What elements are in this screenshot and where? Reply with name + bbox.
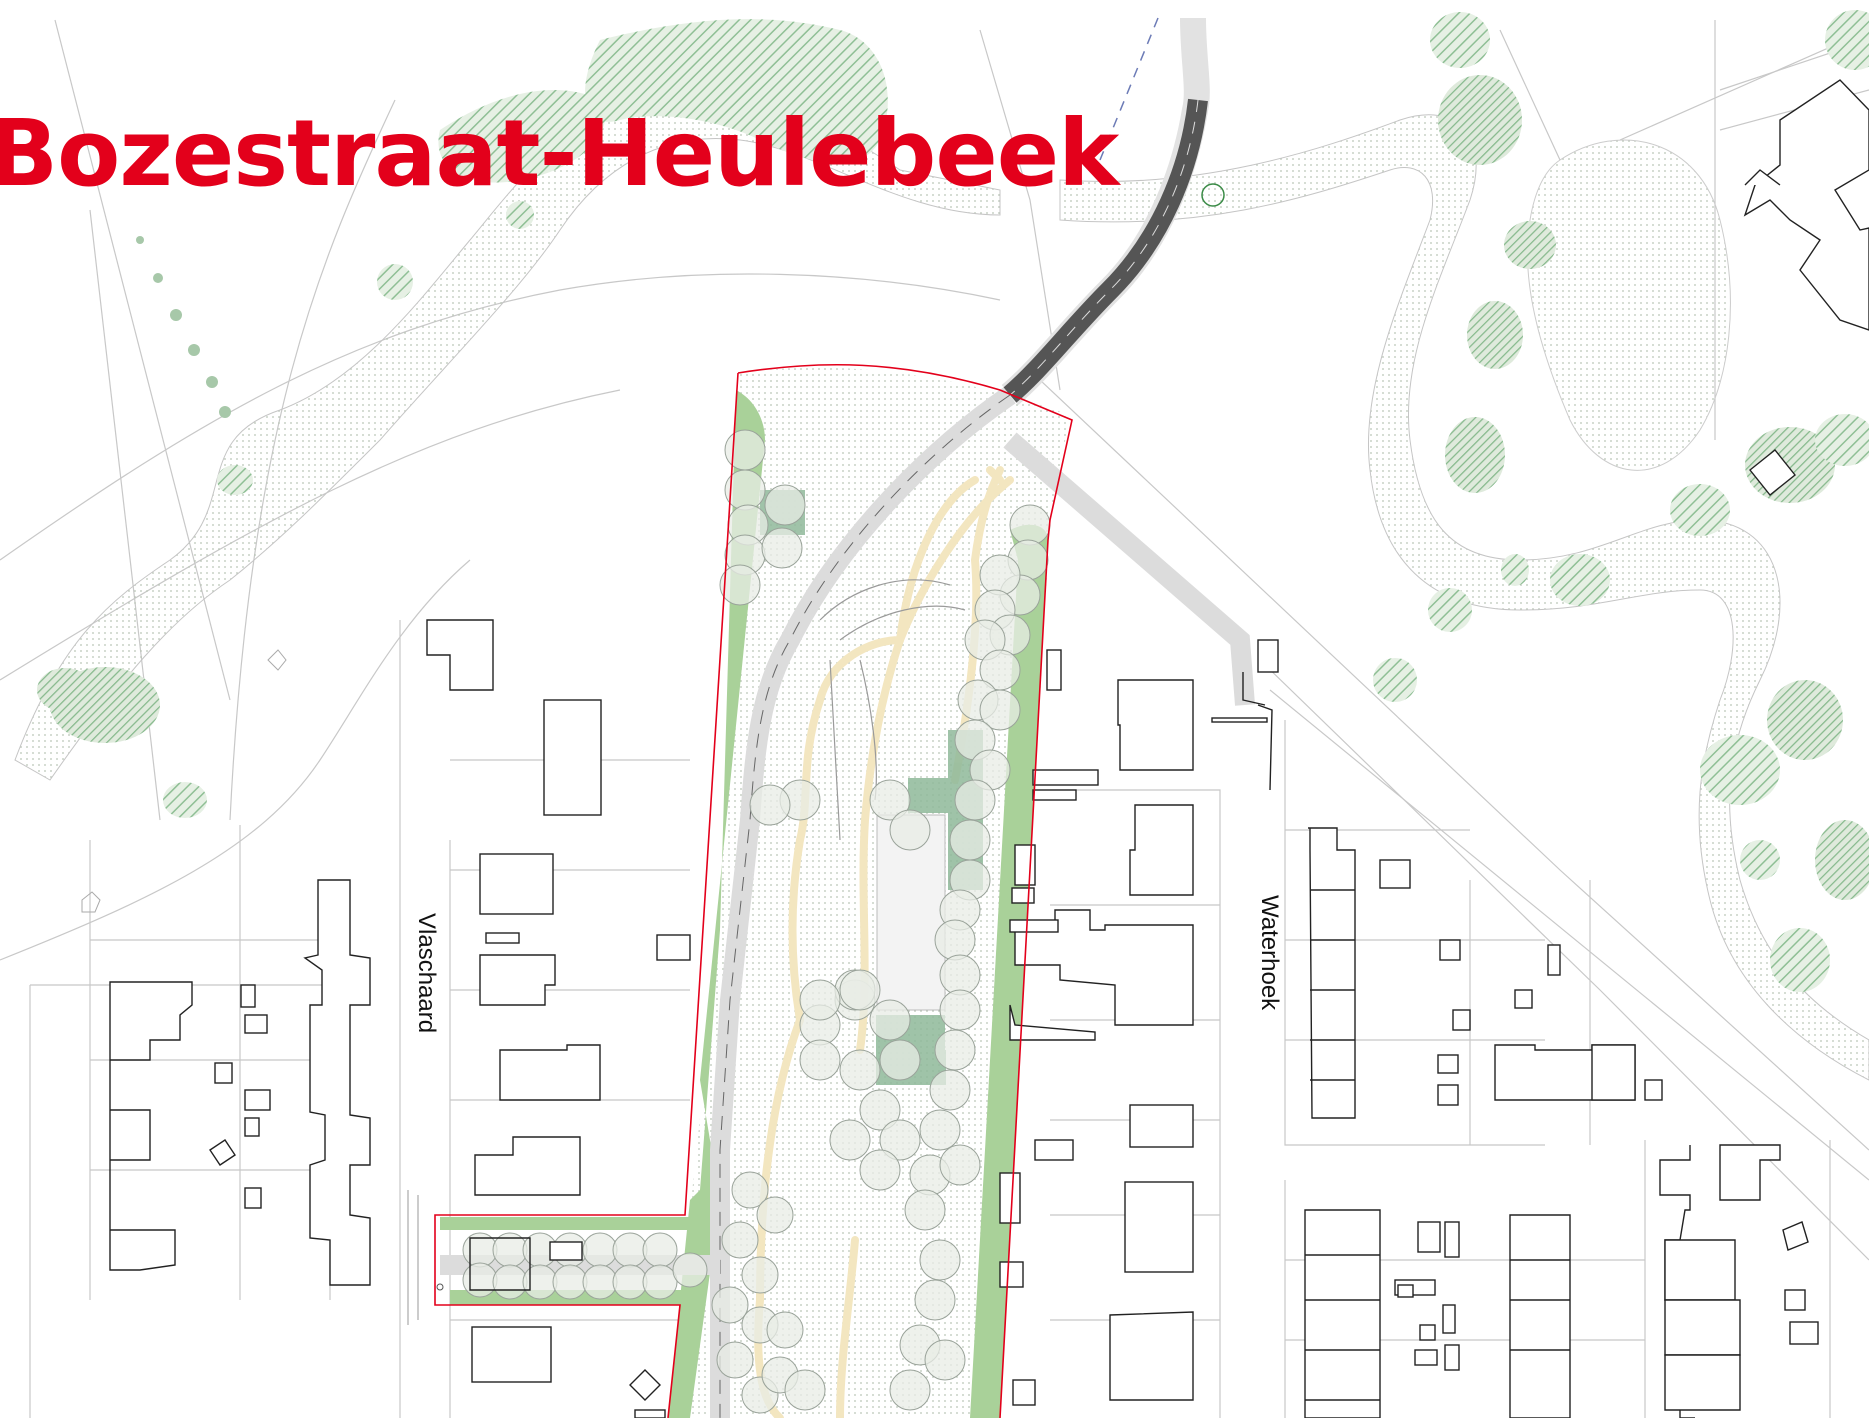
tree-icon	[1009, 504, 1051, 546]
street-label-waterhoek: Waterhoek	[1256, 895, 1283, 1011]
buildings-northeast	[1743, 79, 1869, 496]
buildings	[109, 619, 1819, 1418]
tree-icon	[731, 1171, 769, 1209]
tree-icon	[939, 954, 981, 996]
tree-icon	[612, 1232, 648, 1268]
curved-lines	[819, 579, 966, 841]
street-label-vlaschaard: Vlaschaard	[413, 913, 440, 1034]
tree-icon	[642, 1232, 678, 1268]
tree-icon	[859, 1149, 901, 1191]
boundary-small-shape	[81, 891, 101, 913]
project-boundary	[434, 363, 1073, 1418]
tree-icon	[869, 779, 911, 821]
survey-marker	[1201, 183, 1225, 207]
tree-icon	[919, 1239, 961, 1281]
tree-icon	[766, 1311, 804, 1349]
tree-icon	[582, 1264, 618, 1300]
stream-corridor-west	[14, 95, 1001, 781]
tree-icon	[929, 1069, 971, 1111]
tree-icon	[939, 1144, 981, 1186]
tree-icon	[839, 1049, 881, 1091]
tree-icon	[949, 819, 991, 861]
tree-icon	[879, 1039, 921, 1081]
tree-icon	[954, 779, 996, 821]
tree-icon	[924, 1339, 966, 1381]
side-street-marker	[407, 1190, 419, 1325]
tree-icon	[749, 784, 791, 826]
tree-icon	[721, 1221, 759, 1259]
tree-icon	[839, 969, 881, 1011]
tree-icon	[799, 979, 841, 1021]
tree-icon	[716, 1341, 754, 1379]
tree-icon	[904, 1189, 946, 1231]
tree-icon	[764, 484, 806, 526]
tree-icon	[761, 527, 803, 569]
tree-icon	[672, 1252, 708, 1288]
tree-icon	[879, 1119, 921, 1161]
tree-icon	[711, 1286, 749, 1324]
point-marker	[436, 1283, 444, 1291]
tree-icon	[756, 1196, 794, 1234]
tree-icon	[859, 1089, 901, 1131]
tree-icon	[934, 1029, 976, 1071]
tree-icon	[522, 1264, 558, 1300]
tree-icon	[889, 809, 931, 851]
tree-icon	[979, 554, 1021, 596]
tree-icon	[741, 1256, 779, 1294]
tree-icon	[919, 1109, 961, 1151]
boundary-small-shape-2	[267, 649, 287, 671]
tree-icon	[724, 429, 766, 471]
tree-icon	[642, 1264, 678, 1300]
tree-icon	[462, 1262, 498, 1298]
map-title: Bozestraat-Heulebeek	[0, 100, 1119, 207]
tree-icon	[869, 999, 911, 1041]
asphalt-road-centerline	[1009, 99, 1199, 396]
tree-icon	[914, 1279, 956, 1321]
tree-icon	[799, 1039, 841, 1081]
tree-icon	[582, 1232, 618, 1268]
tree-icon	[889, 1369, 931, 1411]
tree-icon	[784, 1369, 826, 1411]
wetland-area	[1526, 139, 1731, 471]
tree-icon	[552, 1264, 588, 1300]
tree-dots-trail	[136, 236, 231, 418]
tree-icon	[979, 689, 1021, 731]
tree-icon	[719, 564, 761, 606]
tree-icon	[829, 1119, 871, 1161]
tree-icon	[612, 1264, 648, 1300]
tree-icon	[934, 919, 976, 961]
bike-path	[710, 386, 1016, 1418]
tree-icon	[492, 1264, 528, 1300]
tree-icon	[939, 989, 981, 1031]
dashed-blue-line	[1099, 17, 1159, 161]
